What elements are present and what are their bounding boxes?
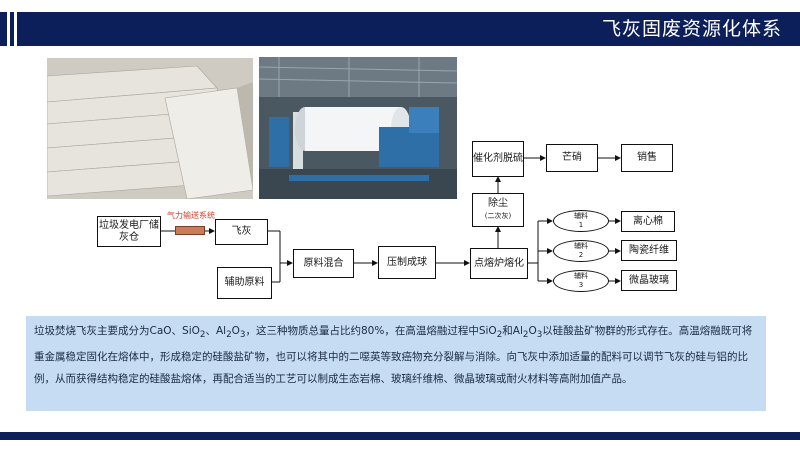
dust-removal-box: 除尘 (二次灰) (472, 193, 524, 227)
aux-material-ellipse-2: 辅料 2 (553, 240, 609, 262)
mixing-box: 原料混合 (293, 249, 354, 278)
pressing-box: 压制成球 (378, 246, 436, 279)
aux-material-ellipse-3: 辅料 3 (553, 270, 609, 292)
conveyor-label: 气力输送系统 (167, 211, 215, 220)
aux-number: 1 (578, 221, 584, 229)
product-glass-ceramic: 微晶玻璃 (621, 270, 677, 291)
page-title: 飞灰固废资源化体系 (601, 18, 782, 40)
aux-label: 辅料 (574, 242, 588, 250)
storage-silo-box: 垃圾发电厂储灰仓 (97, 216, 161, 247)
footer-bar (0, 432, 800, 440)
aux-label: 辅料 (574, 272, 588, 280)
panel-stack-photo (47, 58, 253, 199)
dust-removal-label: 除尘 (488, 198, 508, 209)
aux-label: 辅料 (574, 212, 588, 220)
aux-number: 3 (578, 281, 584, 289)
description-paragraph: 垃圾焚烧飞灰主要成分为CaO、SiO2、Al2O3，这三种物质总量占比约80%，… (26, 316, 766, 411)
conveyor-icon (175, 226, 205, 235)
header-bar: 飞灰固废资源化体系 (0, 12, 800, 46)
machine-photo (259, 57, 457, 199)
aux-number: 2 (578, 251, 584, 259)
melting-furnace-box: 点熔炉熔化 (470, 248, 528, 279)
dust-removal-note: (二次灰) (484, 212, 512, 220)
catalyst-desulfurization-box: 催化剂脱硫 (472, 141, 524, 177)
header-stripe (14, 12, 17, 46)
fly-ash-box: 飞灰 (215, 219, 268, 245)
mirabilite-box: 芒硝 (546, 144, 598, 172)
sales-box: 销售 (621, 144, 673, 172)
auxiliary-material-box: 辅助原料 (217, 267, 272, 299)
product-ceramic-fiber: 陶瓷纤维 (621, 240, 677, 261)
header-stripe (7, 12, 10, 46)
product-centrifugal-cotton: 离心棉 (621, 211, 675, 232)
aux-material-ellipse-1: 辅料 1 (553, 210, 609, 232)
